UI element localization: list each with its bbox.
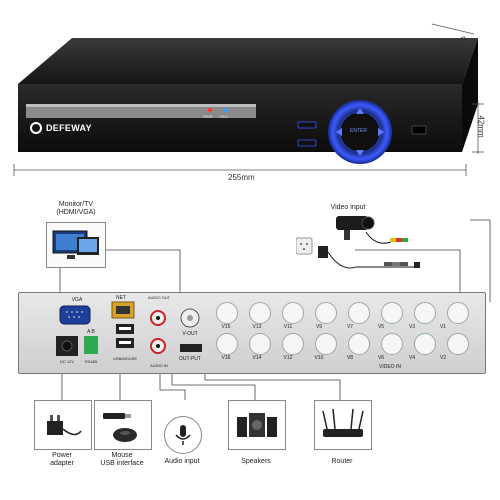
rs485-label: RS485: [84, 359, 98, 364]
bnc-connector: [414, 333, 436, 355]
video-in-label: VIDEO IN: [379, 364, 401, 370]
bnc-label: V3: [408, 324, 416, 330]
audio-in-label: AUDIO IN: [150, 363, 168, 368]
device-box-router: [314, 400, 372, 450]
bnc-label: V16: [221, 355, 231, 361]
device-circle-audio-input: [164, 416, 202, 454]
monitor-device-box: [46, 222, 106, 268]
width-dimension: 255mm: [228, 173, 255, 182]
bnc-label: V6: [377, 355, 385, 361]
video-input-caption: Video input: [330, 204, 366, 211]
device-box-mouse: [94, 400, 152, 450]
bnc-labels-bottom: V16 V14 V12 V10 V8 V6 V4 V2: [216, 354, 453, 362]
device-label-mouse: Mouse USB interface: [100, 452, 144, 467]
usb-mouse-label: USB/MOUSE: [112, 356, 137, 361]
bnc-connector: [249, 302, 271, 324]
brand-name: DEFEWAY: [46, 123, 92, 133]
power-adapter-icon: [47, 415, 82, 436]
bnc-row-bottom: [216, 333, 469, 355]
device-label-router: Router: [331, 458, 353, 465]
bnc-connector: [381, 302, 403, 324]
ab-label: A B: [87, 329, 95, 335]
bnc-row-top: [216, 302, 469, 324]
device-label-power-adapter: Power adapter: [50, 452, 74, 467]
device-label-audio-input: Audio input: [164, 458, 200, 465]
bnc-label: V9: [315, 324, 323, 330]
monitor-icon: [52, 230, 99, 259]
bnc-label: V10: [314, 355, 324, 361]
bnc-label: V8: [346, 355, 354, 361]
bnc-label: V14: [252, 355, 262, 361]
bnc-connector: [315, 302, 337, 324]
camera-icon: [296, 216, 420, 269]
indicator-label-rec: REC: [220, 114, 229, 119]
bnc-label: V12: [283, 355, 293, 361]
enter-label: ENTER: [350, 128, 367, 134]
bnc-connector: [447, 333, 469, 355]
brand-logo-icon: [30, 122, 42, 134]
bnc-connector: [414, 302, 436, 324]
router-icon: [322, 408, 364, 437]
bnc-connector: [216, 333, 238, 355]
bnc-label: V5: [377, 324, 385, 330]
dc-12v-label: DC 12V: [59, 359, 74, 364]
bnc-connector: [315, 333, 337, 355]
bnc-connector: [348, 333, 370, 355]
bnc-connector: [282, 333, 304, 355]
indicator-label-pwr: PWR: [203, 114, 213, 119]
out-put-label: OUT-PUT: [179, 356, 201, 362]
brand-logo: DEFEWAY: [30, 122, 92, 134]
device-box-speakers: [228, 400, 286, 450]
bnc-label: V11: [283, 324, 293, 330]
bnc-label: V15: [221, 324, 231, 330]
bnc-label: V7: [346, 324, 354, 330]
bnc-connector: [447, 302, 469, 324]
mouse-icon: [103, 413, 137, 442]
bnc-labels-top: V15 V13 V11 V9 V7 V5 V3 V1: [216, 323, 453, 331]
audio-out-label: AUDIO OUT: [147, 295, 171, 300]
bnc-connector: [249, 333, 271, 355]
device-label-speakers: Speakers: [241, 458, 271, 465]
rear-ports-illustration: [56, 301, 202, 356]
bnc-connector: [282, 302, 304, 324]
bnc-connector: [216, 302, 238, 324]
net-label: NET: [116, 295, 126, 301]
monitor-caption: Monitor/TV (HDMI/VGA): [56, 201, 96, 216]
height-dimension: 42mm: [476, 115, 486, 138]
bnc-label: V13: [252, 324, 262, 330]
bnc-label: V2: [439, 355, 447, 361]
bnc-label: V1: [439, 324, 447, 330]
vga-label: VGA: [71, 297, 83, 303]
bnc-connector: [348, 302, 370, 324]
device-box-power-adapter: [34, 400, 92, 450]
bnc-connector: [381, 333, 403, 355]
microphone-icon: [175, 425, 191, 445]
dvr-front-illustration: [13, 23, 484, 176]
bnc-label: V4: [408, 355, 416, 361]
speakers-icon: [237, 413, 277, 437]
v-out-label: V-OUT: [182, 331, 198, 337]
